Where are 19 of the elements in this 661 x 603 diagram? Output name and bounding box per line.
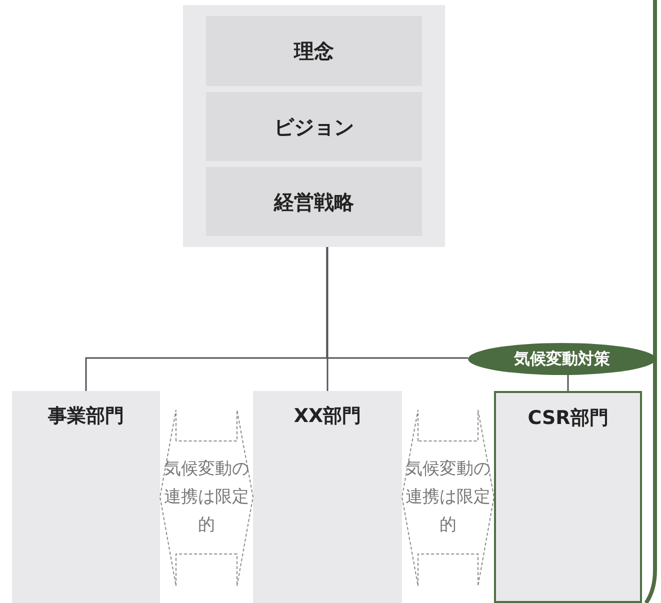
double-arrow: [402, 410, 494, 586]
connector-line: [326, 247, 468, 359]
edge-label: 気候変動の連携は限定的: [404, 458, 492, 537]
department-box: [253, 391, 402, 603]
department-title: XX部門: [292, 404, 362, 429]
department-box: [12, 391, 160, 603]
department-title: 事業部門: [47, 404, 125, 429]
tag-ellipse: [468, 343, 656, 375]
connector-line: [326, 247, 328, 391]
double-arrow: [160, 410, 254, 586]
tag-label: 気候変動対策: [514, 349, 610, 369]
connector-line: [567, 375, 569, 391]
tier-label: 経営戦略: [274, 188, 354, 214]
tier-label: ビジョン: [274, 114, 354, 140]
edge-label: 気候変動の連携は限定的: [163, 458, 250, 537]
department-box: [494, 391, 642, 603]
department-title: CSR部門: [526, 406, 610, 431]
outer-panel: [183, 5, 445, 247]
tier-label: 理念: [294, 38, 334, 64]
